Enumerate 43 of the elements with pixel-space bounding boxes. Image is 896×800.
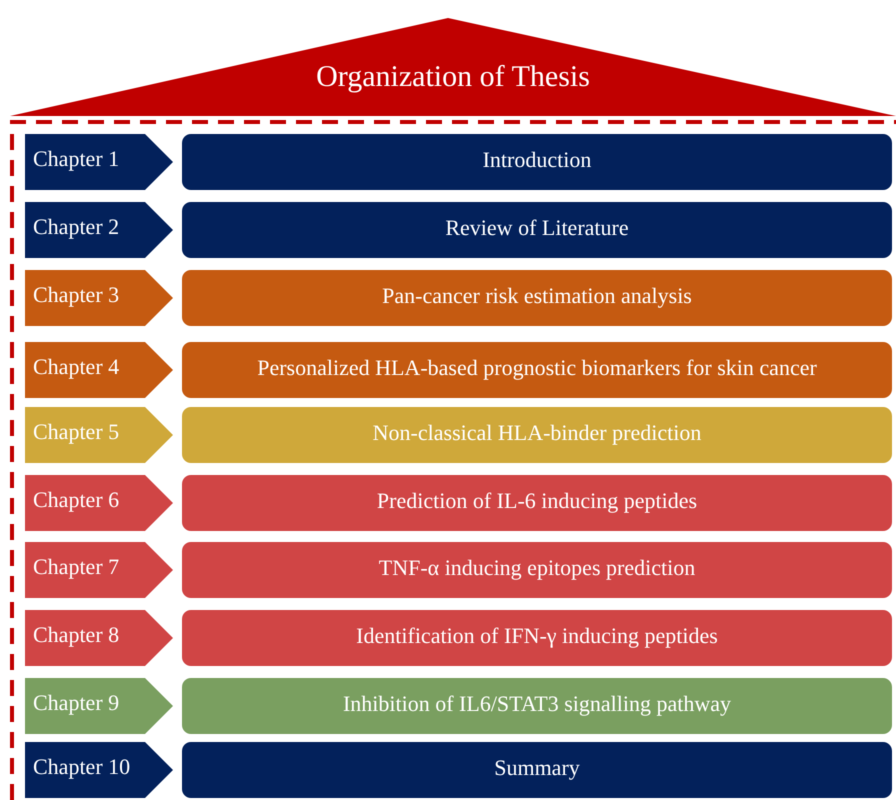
chapter-title: Prediction of IL-6 inducing peptides <box>376 488 698 514</box>
chapter-number: Chapter 8 <box>33 622 120 648</box>
heading: Organization of Thesis <box>315 60 591 94</box>
chapter-arrow-tab <box>25 610 173 666</box>
chapter-arrow-tab <box>25 270 173 326</box>
chapter-title: Pan-cancer risk estimation analysis <box>381 283 693 309</box>
chapter-arrow-tab <box>25 742 173 798</box>
chapter-title-bar <box>182 475 892 531</box>
chapter-title: TNF-α inducing epitopes prediction <box>378 555 696 581</box>
chapter-arrow-tab <box>25 202 173 258</box>
chapter-number: Chapter 5 <box>33 419 120 445</box>
chapter-title-bar <box>182 610 892 666</box>
chapter-title: Non-classical HLA-binder prediction <box>372 420 702 446</box>
chapter-title: Personalized HLA-based prognostic biomarkers for skin cancer <box>256 355 818 381</box>
chapter-arrow-tab <box>25 342 173 398</box>
chapter-title-bar <box>182 407 892 463</box>
chapter-title-bar <box>182 342 892 398</box>
chapter-number: Chapter 4 <box>33 354 120 380</box>
chapter-title: Introduction <box>482 147 592 173</box>
chapter-number: Chapter 2 <box>33 214 120 240</box>
chapter-number: Chapter 1 <box>33 146 120 172</box>
chapter-title: Review of Literature <box>444 215 630 241</box>
chapter-title: Identification of IFN-γ inducing peptides <box>355 623 719 649</box>
chapter-arrow-tab <box>25 475 173 531</box>
dashed-frame <box>10 120 896 800</box>
chapter-title-bar <box>182 134 892 190</box>
chapter-number: Chapter 9 <box>33 690 120 716</box>
chapter-arrow-tab <box>25 407 173 463</box>
chapter-title-bar <box>182 542 892 598</box>
chapter-title-bar <box>182 270 892 326</box>
chapter-title-bar <box>182 742 892 798</box>
chapter-arrow-tab <box>25 134 173 190</box>
chapter-number: Chapter 7 <box>33 554 120 580</box>
chapter-title-bar <box>182 678 892 734</box>
chapter-arrow-tab <box>25 678 173 734</box>
chapter-number: Chapter 6 <box>33 487 120 513</box>
chapter-number: Chapter 3 <box>33 282 120 308</box>
chapter-title-bar <box>182 202 892 258</box>
chapter-title: Inhibition of IL6/STAT3 signalling pathway <box>342 691 732 717</box>
chapter-number: Chapter 10 <box>33 754 130 780</box>
roof-triangle <box>10 16 896 116</box>
chapter-title: Summary <box>493 755 581 781</box>
chapter-arrow-tab <box>25 542 173 598</box>
